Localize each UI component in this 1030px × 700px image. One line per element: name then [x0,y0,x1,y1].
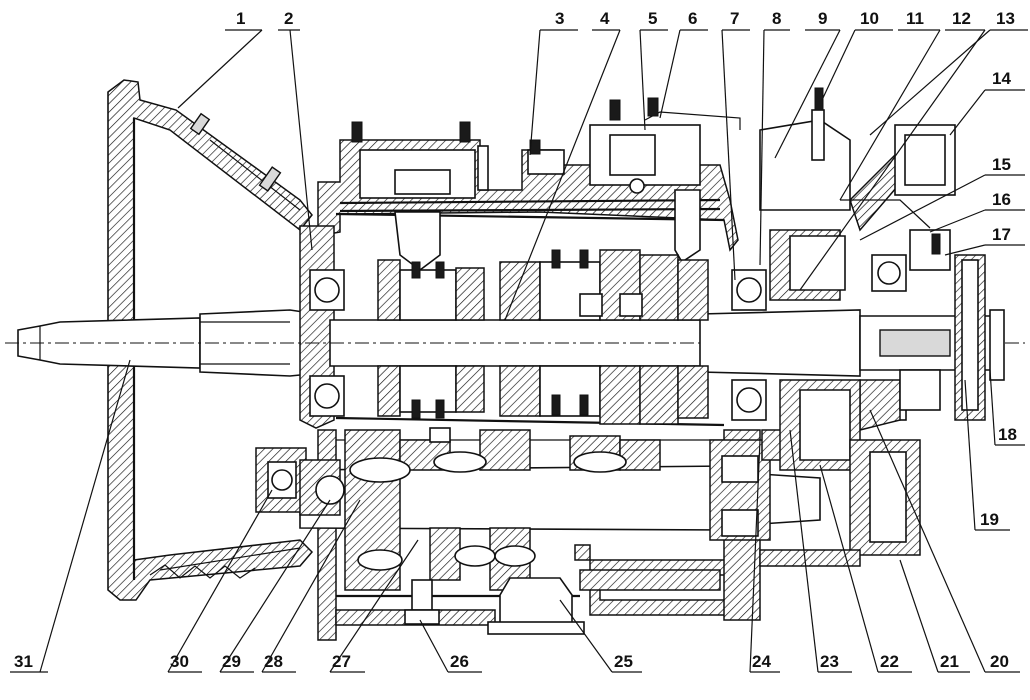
callout-9: 9 [818,9,827,28]
countershaft-front-bearing [255,447,345,516]
callout-31: 31 [14,652,33,671]
callout-15: 15 [992,155,1011,174]
callout-25: 25 [614,652,633,671]
callout-11: 11 [906,9,924,28]
callout-24: 24 [752,652,771,671]
callout-12: 12 [952,9,971,28]
callout-28: 28 [264,652,283,671]
callout-7: 7 [730,9,739,28]
callout-22: 22 [880,652,899,671]
callout-1: 1 [236,9,245,28]
callout-26: 26 [450,652,469,671]
callout-30: 30 [170,652,189,671]
callout-23: 23 [820,652,839,671]
callout-13: 13 [996,9,1015,28]
rear-extension [759,87,986,567]
main-shaft-gears-lower [377,365,709,425]
callout-8: 8 [772,9,781,28]
callout-20: 20 [990,652,1009,671]
callout-21: 21 [940,652,959,671]
callout-10: 10 [860,9,879,28]
callout-27: 27 [332,652,351,671]
callout-5: 5 [648,9,657,28]
leader-lines [10,29,1028,673]
main-shaft-gears [377,249,709,321]
callout-17: 17 [992,225,1011,244]
shift-cover [339,97,741,271]
callout-labels: 1 2 3 4 5 6 7 8 9 10 11 12 13 14 15 16 1… [14,9,1017,671]
countershaft [299,427,821,591]
callout-29: 29 [222,652,241,671]
callout-6: 6 [688,9,697,28]
callout-2: 2 [284,9,293,28]
drain-plugs [404,577,585,635]
callout-4: 4 [600,9,610,28]
callout-19: 19 [980,510,999,529]
callout-16: 16 [992,190,1011,209]
callout-18: 18 [998,425,1017,444]
callout-3: 3 [555,9,564,28]
callout-14: 14 [992,69,1011,88]
